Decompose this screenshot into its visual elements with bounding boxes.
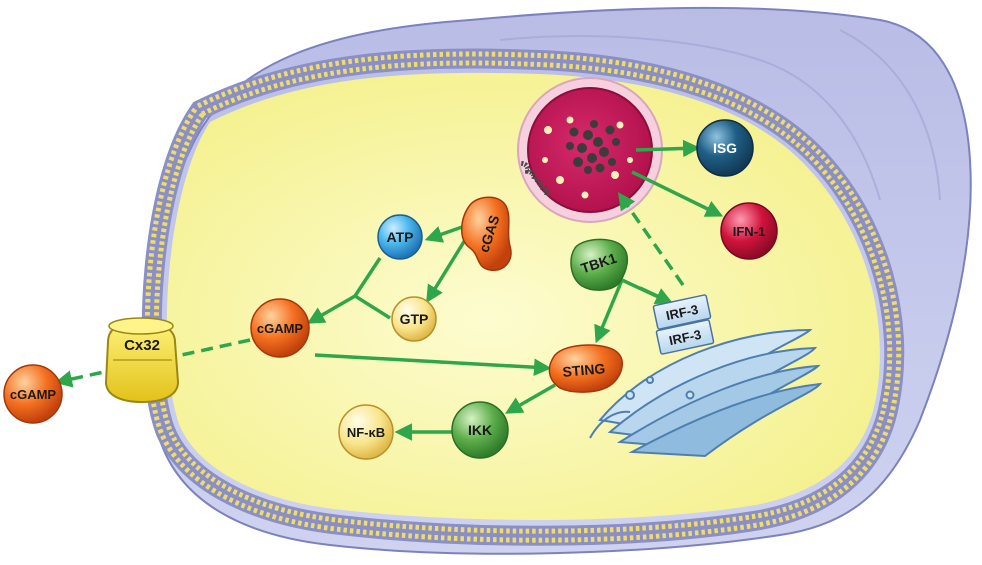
arrow-tbk1-to-irf3 — [639, 286, 674, 305]
arrow-tbk1-to-sting — [594, 279, 624, 344]
plasma-membrane-core — [149, 56, 897, 538]
isg-label: ISG — [713, 140, 737, 156]
sting-label: STING — [562, 360, 606, 380]
cgamp-outside-label: cGAMP — [10, 387, 57, 402]
nucleus — [517, 77, 663, 223]
cx32-label: Cx32 — [124, 337, 160, 354]
ifn1-node: IFN-1 — [720, 202, 778, 260]
cgamp-inside-label: cGAMP — [257, 321, 304, 336]
arrow-cgas-to-atp — [424, 224, 466, 243]
cgas-node: cGAS — [461, 196, 512, 271]
tbk1-node: TBK1 — [570, 238, 629, 291]
chromatin — [566, 120, 620, 174]
arrow-nucleus-to-isg — [635, 139, 701, 158]
arrow-junction-to-cgamp — [306, 294, 356, 324]
irf3-dimer: IRF-3 IRF-3 — [652, 294, 715, 355]
nuclear-pores — [542, 116, 633, 199]
golgi-apparatus — [589, 328, 823, 458]
cgamp-outside-node: cGAMP — [3, 364, 63, 424]
sting-node: STING — [548, 344, 623, 393]
nfkb-label: NF-κB — [347, 425, 385, 440]
irf3-bottom-label: IRF-3 — [668, 327, 703, 348]
irf3-top-label: IRF-3 — [665, 302, 700, 323]
outer-cell-fold — [499, 35, 881, 201]
arrow-nucleus-to-ifn1 — [631, 170, 724, 217]
arrow-sting-to-ikk — [504, 383, 556, 414]
cx32-channel: Cx32 — [104, 317, 180, 404]
arrow-cgas-to-gtp — [426, 239, 467, 303]
atp-node: ATP — [377, 214, 423, 260]
ifn1-label: IFN-1 — [733, 224, 766, 239]
atp-label: ATP — [387, 229, 414, 245]
cgamp-inside-node: cGAMP — [250, 298, 310, 358]
ikk-node: IKK — [451, 401, 509, 459]
gtp-node: GTP — [391, 296, 437, 342]
pathway-arrows — [54, 139, 724, 441]
cytosolic-dna-icon — [520, 160, 550, 196]
isg-node: ISG — [696, 119, 754, 177]
gtp-label: GTP — [400, 311, 429, 327]
nfkb-node: NF-κB — [338, 404, 394, 460]
outer-cell-fold — [839, 29, 941, 201]
arrow-cgamp-to-sting — [314, 353, 552, 376]
ikk-label: IKK — [468, 422, 492, 438]
